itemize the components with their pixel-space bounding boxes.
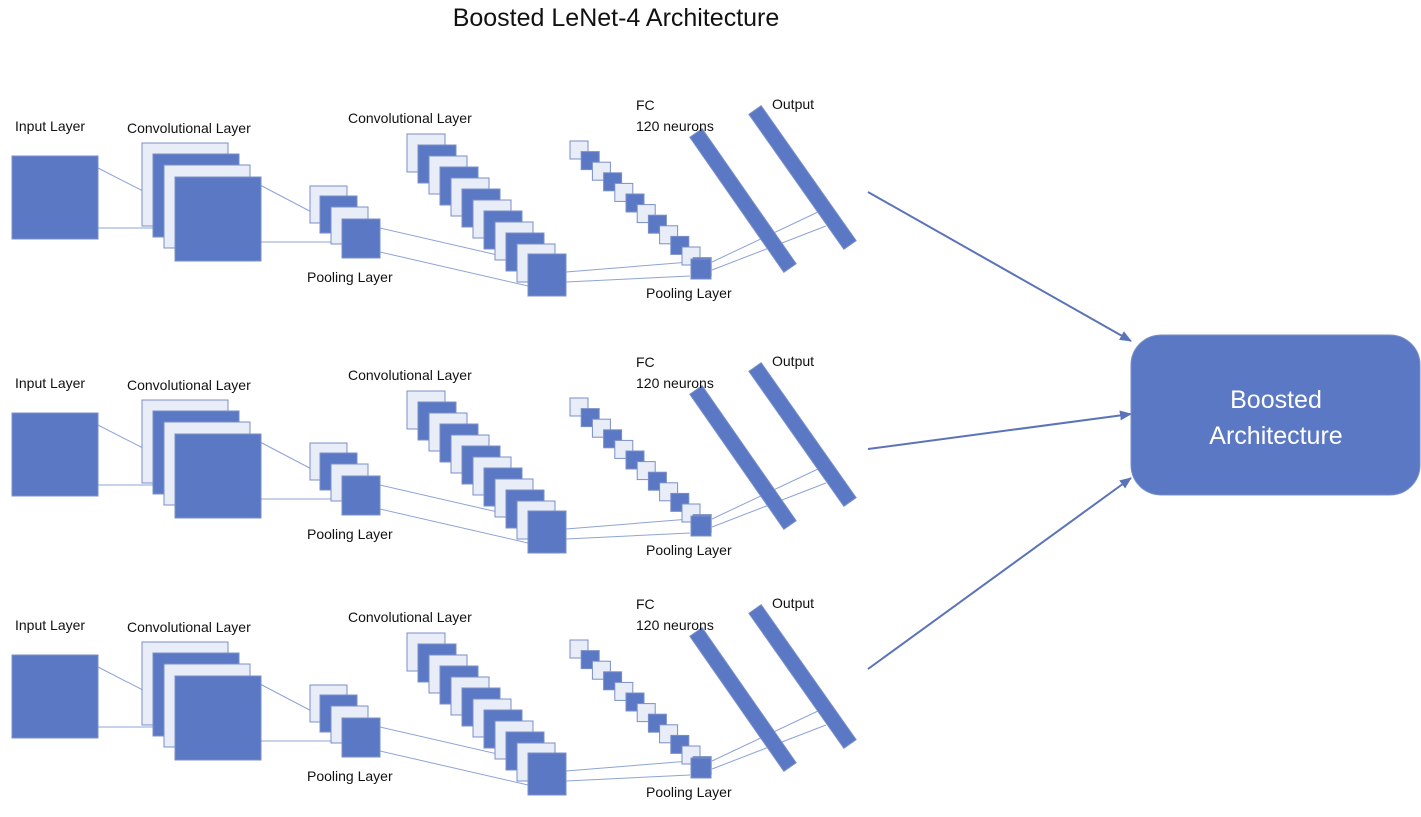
connector-line — [565, 261, 691, 273]
output-layer-bar — [748, 603, 857, 750]
pool1-label: Pooling Layer — [307, 526, 393, 542]
fc-label-line1: FC — [636, 596, 655, 612]
pool2-label: Pooling Layer — [646, 542, 732, 558]
conv1-label: Convolutional Layer — [127, 377, 251, 393]
output-label: Output — [772, 353, 814, 369]
input-layer-square — [11, 654, 99, 739]
fc-label-line2: 120 neurons — [636, 118, 714, 134]
fc-label: FC 120 neurons — [636, 354, 714, 391]
connector-line — [379, 508, 529, 544]
input-layer-square — [11, 412, 99, 497]
output-label: Output — [772, 595, 814, 611]
output-layer-bar — [748, 361, 857, 508]
pool1-feature-map — [341, 475, 381, 516]
fc-layer-bar — [689, 385, 797, 530]
boosted-architecture-box — [1130, 334, 1421, 496]
conv2-feature-map — [527, 510, 567, 554]
input-layer-label: Input Layer — [15, 617, 85, 633]
conv2-label: Convolutional Layer — [348, 110, 472, 126]
pool1-label: Pooling Layer — [307, 269, 393, 285]
conv2-feature-map — [527, 253, 567, 297]
fc-label-line2: 120 neurons — [636, 375, 714, 391]
diagram-title: Boosted LeNet-4 Architecture — [453, 4, 780, 32]
pool2-label: Pooling Layer — [646, 285, 732, 301]
output-label: Output — [772, 96, 814, 112]
conv2-label: Convolutional Layer — [348, 609, 472, 625]
input-layer-label: Input Layer — [15, 375, 85, 391]
boosted-line2: Architecture — [1209, 422, 1342, 450]
pool2-feature-map — [690, 258, 712, 280]
fc-label: FC 120 neurons — [636, 596, 714, 633]
conv1-label: Convolutional Layer — [127, 120, 251, 136]
pool2-feature-map — [690, 757, 712, 779]
conv2-label: Convolutional Layer — [348, 367, 472, 383]
connector-line — [379, 251, 529, 287]
conv1-feature-map — [174, 176, 262, 262]
connector-line — [379, 750, 529, 786]
connector-line — [565, 760, 691, 772]
pool2-feature-map — [690, 515, 712, 537]
pool2-label: Pooling Layer — [646, 784, 732, 800]
fc-label-line1: FC — [636, 354, 655, 370]
connector-line — [565, 774, 691, 782]
pool1-feature-map — [341, 218, 381, 259]
input-layer-square — [11, 155, 99, 240]
fc-label: FC 120 neurons — [636, 97, 714, 134]
fc-layer-bar — [689, 128, 797, 273]
pool1-label: Pooling Layer — [307, 768, 393, 784]
fc-label-line2: 120 neurons — [636, 617, 714, 633]
conv1-feature-map — [174, 433, 262, 519]
conv1-feature-map — [174, 675, 262, 761]
connector-line — [565, 532, 691, 540]
input-layer-label: Input Layer — [15, 118, 85, 134]
connector-line — [565, 275, 691, 283]
branch-to-boosted-arrow — [867, 191, 1132, 342]
branch-to-boosted-arrow — [867, 477, 1132, 670]
connector-line — [565, 518, 691, 530]
conv1-label: Convolutional Layer — [127, 619, 251, 635]
fc-label-line1: FC — [636, 97, 655, 113]
boosted-line1: Boosted — [1230, 386, 1322, 414]
fc-layer-bar — [689, 627, 797, 772]
conv2-feature-map — [527, 752, 567, 796]
output-layer-bar — [748, 104, 857, 251]
arrows-group — [867, 191, 1132, 670]
pool1-feature-map — [341, 717, 381, 758]
branch-to-boosted-arrow — [867, 410, 1132, 450]
